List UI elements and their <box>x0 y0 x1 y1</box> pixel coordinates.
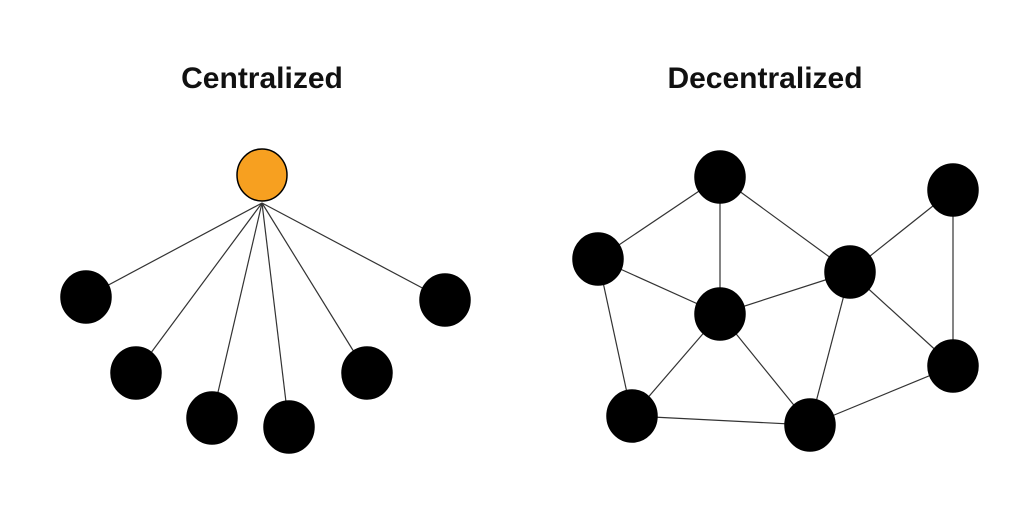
decentralized-network <box>572 150 979 452</box>
peer-node-e <box>694 287 746 341</box>
centralized-nodes <box>60 148 471 454</box>
peer-node-f <box>927 339 979 393</box>
edge-a-c <box>719 176 851 273</box>
central-hub-node <box>236 148 288 202</box>
centralized-network <box>60 148 471 454</box>
peripheral-node-1 <box>60 270 112 324</box>
decentralized-nodes <box>572 150 979 452</box>
peer-node-a <box>694 150 746 204</box>
peer-node-b <box>572 232 624 286</box>
peripheral-node-2 <box>110 346 162 400</box>
peer-node-g <box>606 389 658 443</box>
edge-hub-to-node-2 <box>135 202 263 374</box>
edge-g-h <box>631 415 811 426</box>
peer-node-c <box>824 245 876 299</box>
edge-hub-to-node-6 <box>261 202 446 301</box>
peer-node-h <box>784 398 836 452</box>
edge-hub-to-node-4 <box>261 202 290 428</box>
peripheral-node-6 <box>419 273 471 327</box>
peripheral-node-5 <box>341 346 393 400</box>
peripheral-node-3 <box>186 391 238 445</box>
peer-node-d <box>927 163 979 217</box>
decentralized-title: Decentralized <box>667 62 863 95</box>
peripheral-node-4 <box>263 400 315 454</box>
edge-b-g <box>597 258 633 417</box>
centralized-edges <box>85 202 446 428</box>
edge-hub-to-node-3 <box>211 202 263 419</box>
edge-hub-to-node-5 <box>261 202 368 374</box>
edge-hub-to-node-1 <box>85 202 263 298</box>
centralized-title: Centralized <box>181 62 343 95</box>
decentralized-edges <box>597 176 954 426</box>
